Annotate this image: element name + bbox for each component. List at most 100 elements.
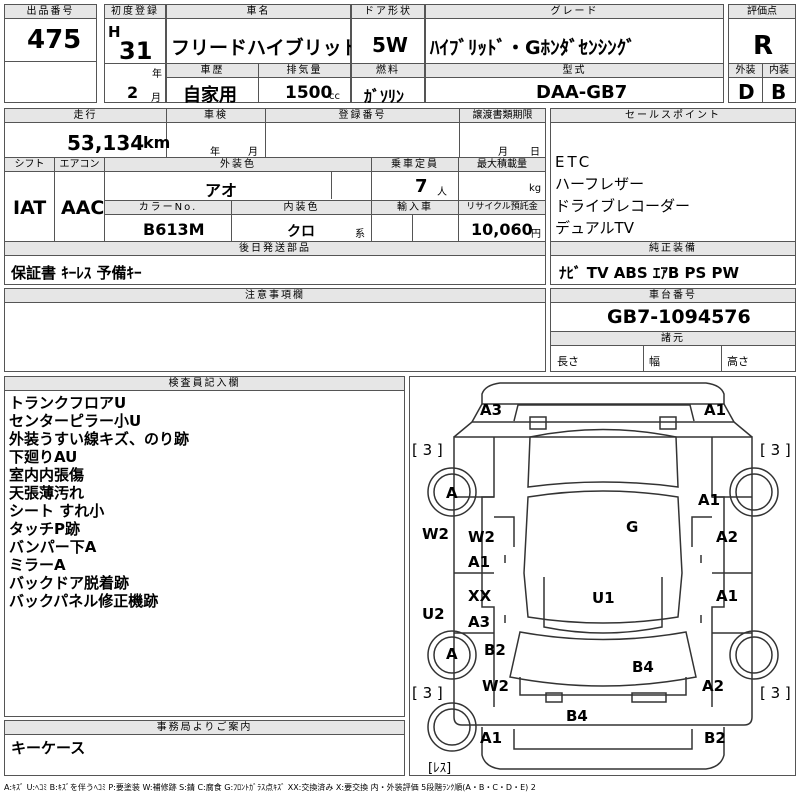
office-box: 事務局よりご案内 キーケース: [4, 720, 405, 776]
office-text: キーケース: [11, 739, 86, 757]
exterior-color-label: 外装色: [105, 158, 371, 172]
car-name: フリードハイブリッド: [171, 37, 361, 59]
inspector-line: トランクフロアU: [9, 394, 127, 412]
lot-box: 出品番号 475: [4, 4, 97, 103]
sales-point: ETC: [555, 153, 593, 171]
grade-box: グレード ﾊｲﾌﾞﾘｯﾄﾞ・Gﾎﾝﾀﾞｾﾝｼﾝｸﾞ 型式 DAA-GB7: [425, 4, 724, 103]
model-label: 型式: [426, 64, 723, 78]
inspector-line: 室内内張傷: [9, 466, 85, 484]
damage-rear-quarter-right: B4: [632, 658, 654, 676]
damage-door-fl-b: A1: [468, 553, 491, 571]
damage-door-fr: A2: [716, 528, 739, 546]
height-label: 高さ: [727, 355, 749, 368]
notes-label: 注意事項欄: [5, 289, 545, 303]
spec-grid: 走行 車検 登録番号 譲渡書類期限 53,134 km 年 月 月 日 シフト …: [4, 108, 546, 285]
displacement-label: 排気量: [259, 64, 350, 78]
door-label: ドア形状: [352, 5, 424, 19]
inspector-line: シート すれ小: [9, 502, 105, 520]
model-code: DAA-GB7: [536, 82, 628, 103]
damage-rear-left: W2: [482, 677, 509, 695]
tire-front-right: [ 3 ]: [760, 441, 791, 459]
name-label: 車名: [167, 5, 350, 19]
tire-rear-left: [ 3 ]: [412, 684, 443, 702]
sales-point: ハーフレザー: [555, 175, 645, 193]
import-label: 輸入車: [372, 201, 458, 215]
inspector-line: 天張薄汚れ: [9, 484, 85, 502]
transfer-day-unit: 日: [530, 147, 540, 158]
month-unit: 月: [151, 93, 161, 104]
spare-tire: [ﾚｽ]: [428, 761, 452, 776]
damage-wheel-rear-left: A: [446, 645, 458, 663]
reg-month: 2: [127, 83, 139, 102]
damage-wheel-front-left: A: [446, 484, 458, 502]
sales-point: デュアルTV: [555, 219, 634, 237]
fuel: ｶﾞｿﾘﾝ: [364, 87, 405, 106]
score: R: [753, 31, 774, 61]
exterior-color: アオ: [205, 181, 238, 200]
door-type: 5W: [372, 33, 408, 57]
colorno-label: カラーNo.: [105, 201, 231, 215]
notes-box: 注意事項欄: [4, 288, 546, 372]
chassis-box: 車台番号 GB7-1094576 諸元 長さ 幅 高さ: [550, 288, 796, 372]
color-number: B613M: [143, 220, 205, 239]
transfer-label: 譲渡書類期限: [460, 109, 545, 123]
car-outline: [427, 382, 779, 770]
damage-rear-right: A2: [702, 677, 725, 695]
load-unit: kg: [529, 183, 542, 194]
damage-fender-right: A1: [698, 491, 721, 509]
inspector-line: バックドア脱着跡: [9, 574, 130, 592]
plate-label: 登録番号: [266, 109, 459, 123]
registration-label: 初度登録: [105, 5, 165, 19]
history-label: 車歴: [167, 64, 258, 78]
recycle-unit: 円: [531, 229, 541, 240]
inspector-line: ミラーA: [9, 556, 66, 574]
door-box: ドア形状 5W 燃料 ｶﾞｿﾘﾝ: [351, 4, 425, 106]
grade: ﾊｲﾌﾞﾘｯﾄﾞ・Gﾎﾝﾀﾞｾﾝｼﾝｸﾞ: [430, 37, 636, 59]
inspector-line: 下廻りAU: [9, 448, 78, 466]
year-unit: 年: [152, 69, 162, 80]
interior-color-label: 内装色: [232, 201, 371, 215]
load-label: 最大積載量: [459, 158, 545, 172]
seats-label: 乗車定員: [372, 158, 458, 172]
int-label: 内装: [763, 64, 795, 78]
later-parts-label: 後日発送部品: [5, 242, 545, 256]
damage-bumper-left: A1: [480, 729, 503, 747]
lot-number: 475: [27, 25, 82, 55]
inspector-line: バンパー下A: [9, 538, 97, 556]
width-label: 幅: [649, 355, 660, 368]
sales-point: ドライブレコーダー: [555, 197, 691, 215]
fuel-label: 燃料: [352, 64, 424, 78]
equipment-label: 純正装備: [551, 242, 795, 256]
chassis-label: 車台番号: [551, 289, 795, 303]
seats-unit: 人: [437, 187, 447, 198]
inspector-line: タッチP跡: [9, 520, 80, 538]
damage-sill-left: U2: [422, 605, 445, 623]
interior-color: クロ: [287, 224, 315, 240]
lot-label: 出品番号: [5, 5, 96, 19]
damage-roof: U1: [592, 589, 615, 607]
registration-box: 初度登録 H 31 年 2 月: [104, 4, 166, 104]
inspection-year-unit: 年: [210, 147, 220, 158]
recycle-fee: 10,060: [471, 220, 533, 239]
damage-door-fl-a: W2: [468, 528, 495, 546]
era: H: [108, 23, 121, 41]
office-label: 事務局よりご案内: [5, 721, 404, 735]
damage-pillar-left: W2: [422, 525, 449, 543]
car-history: 自家用: [183, 85, 237, 106]
damage-door-rr: A1: [716, 587, 739, 605]
inspector-line: センターピラー小U: [9, 412, 142, 430]
inspection-label: 車検: [167, 109, 265, 123]
ext-grade: D: [738, 80, 755, 104]
damage-glass: G: [626, 518, 639, 536]
displacement: 1500: [285, 83, 333, 103]
damage-door-rl-b: A3: [468, 613, 491, 631]
later-parts: 保証書 ｷｰﾚｽ 予備ｷｰ: [11, 264, 142, 282]
damage-bumper-right: B2: [704, 729, 726, 747]
sales-label: セールスポイント: [551, 109, 795, 123]
damage-back: B4: [566, 707, 588, 725]
spec-label: 諸元: [551, 332, 795, 346]
score-label: 評価点: [729, 5, 795, 19]
tire-front-left: [ 3 ]: [412, 441, 443, 459]
inspector-line: バックパネル修正機跡: [9, 592, 159, 610]
damage-door-rl-a: XX: [468, 587, 492, 605]
